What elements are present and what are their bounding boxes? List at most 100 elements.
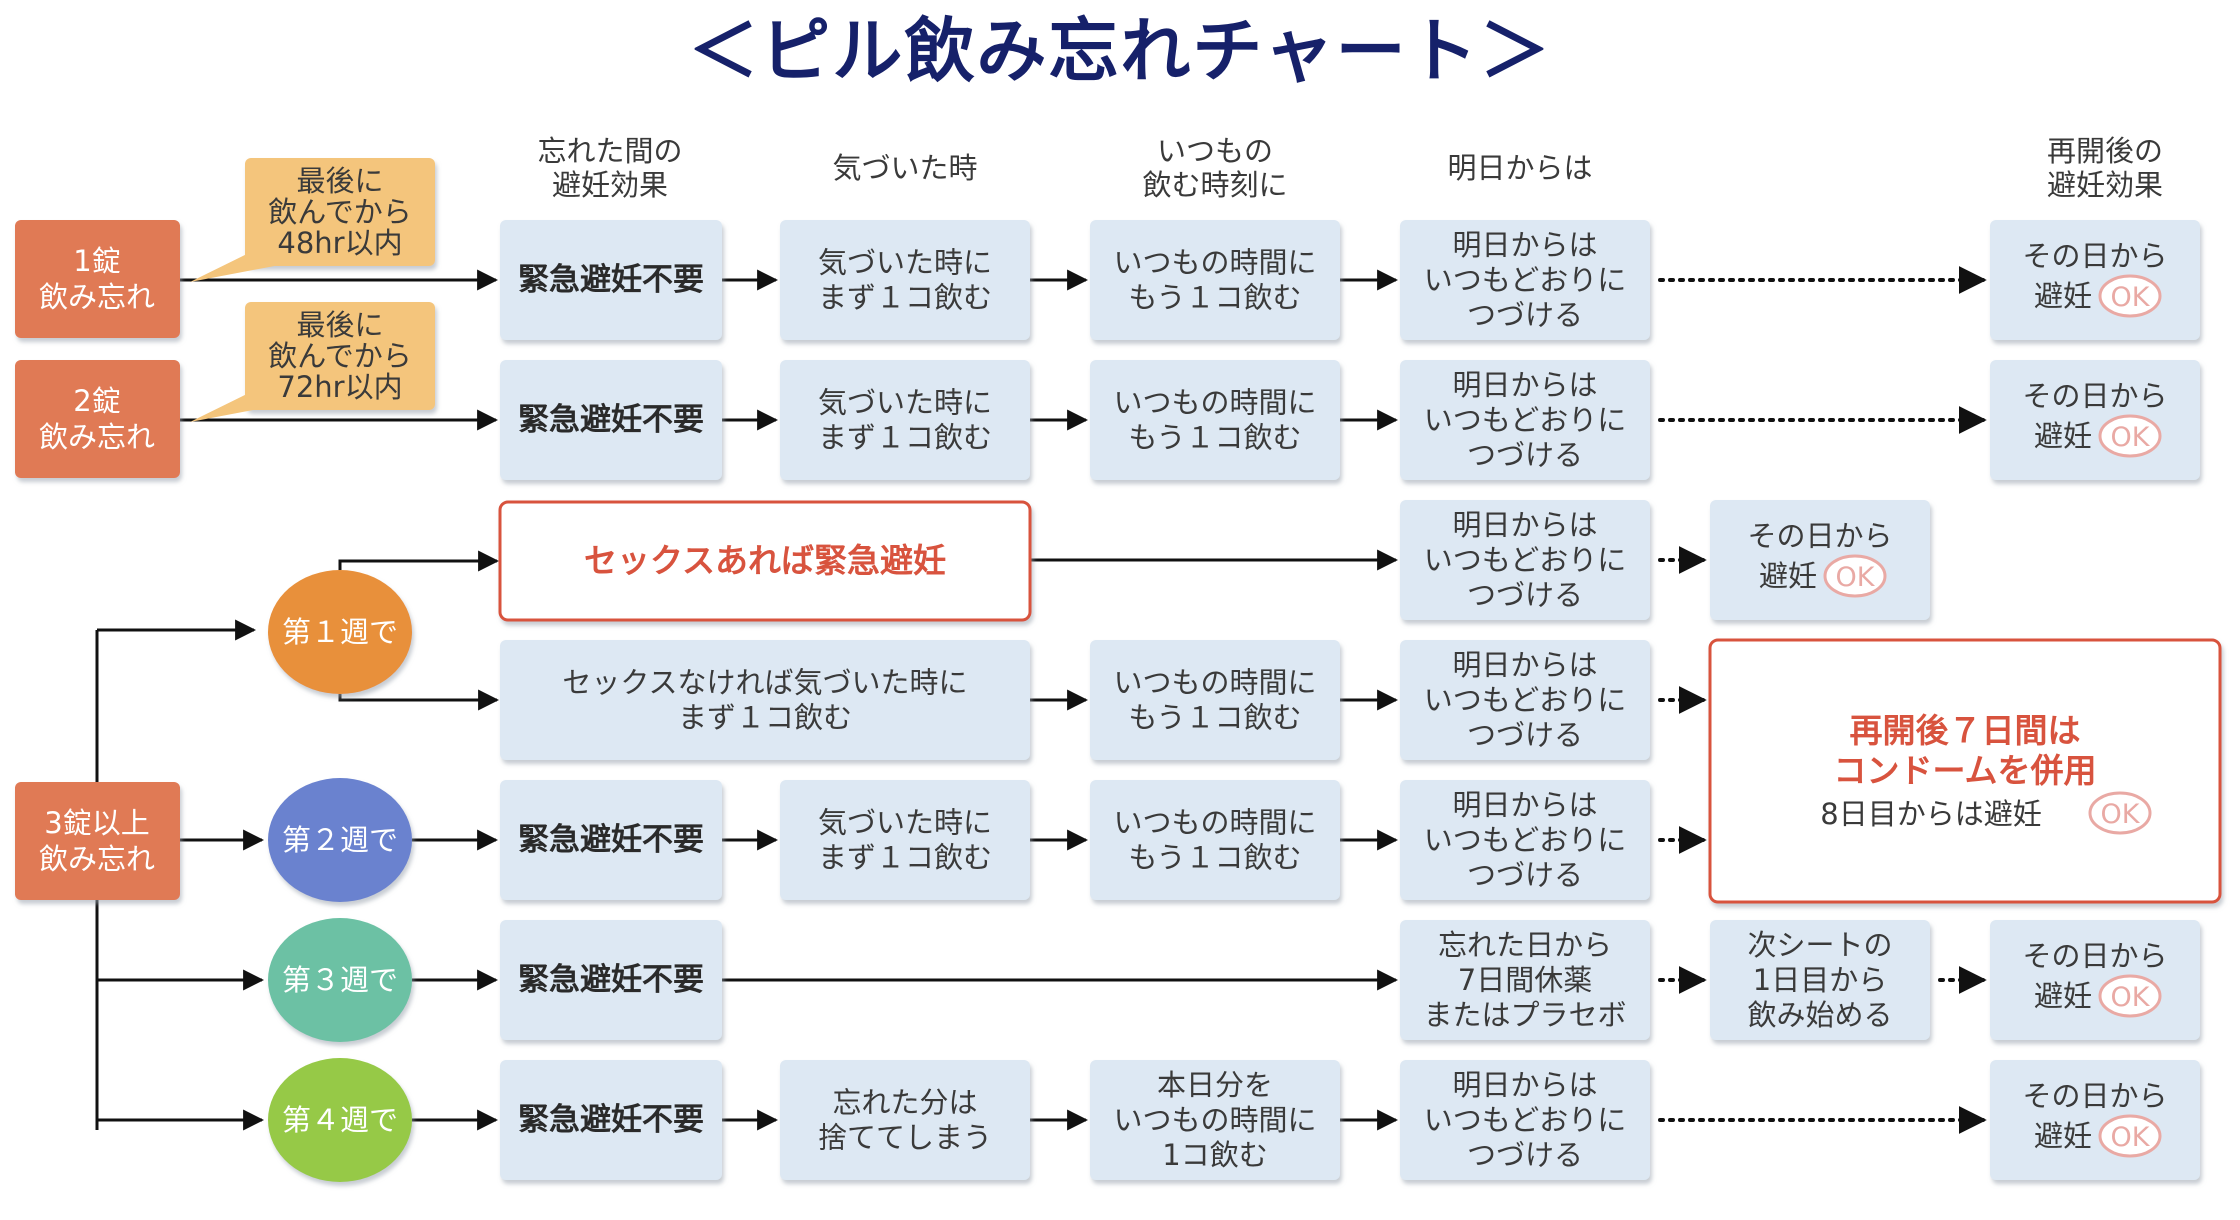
row5-rest7-text-line-3: またはプラセボ bbox=[1423, 998, 1626, 1032]
condom-box bbox=[1708, 638, 2222, 904]
header-col3-line-2: 飲む時刻に bbox=[1142, 168, 1287, 202]
row1-notice bbox=[780, 220, 1030, 340]
row4-continue-text-line-1: 明日からは bbox=[1452, 788, 1597, 822]
week3-circle-label: 第３週で bbox=[282, 963, 398, 997]
case-one bbox=[15, 220, 180, 338]
condom-box-ok-badge: OK bbox=[2088, 791, 2152, 835]
case-two-text-line-2: 飲み忘れ bbox=[39, 420, 155, 454]
row1-continue-text-line-2: いつもどおりに bbox=[1424, 263, 1626, 297]
row6-continue bbox=[1400, 1060, 1650, 1180]
row1-ok-ok-badge-ring bbox=[2098, 274, 2162, 318]
row4-notice bbox=[780, 780, 1030, 900]
row4-usual bbox=[1090, 780, 1340, 900]
header-col1-line-1: 忘れた間の bbox=[537, 134, 682, 168]
row5-next-sheet-text-line-3: 飲み始める bbox=[1747, 998, 1892, 1032]
row1-no-ec-text-line-1: 緊急避妊不要 bbox=[518, 262, 704, 298]
pill-missed-flowchart: 忘れた間の避妊効果気づいた時いつもの飲む時刻に明日からは再開後の避妊効果1錠飲み… bbox=[15, 134, 2222, 1182]
row4-continue bbox=[1400, 780, 1650, 900]
row2-continue-text-line-2: いつもどおりに bbox=[1424, 403, 1626, 437]
row4-notice-text-line-1: 気づいた時に bbox=[818, 806, 992, 840]
arrow-week1-down bbox=[338, 689, 500, 711]
row1-usual-text-line-2: もう１コ飲む bbox=[1128, 281, 1301, 315]
row5-ok-text1-line-1: その日から bbox=[2022, 939, 2167, 973]
row3a-ok-text1-line-1: その日から bbox=[1747, 519, 1892, 553]
row6-ok-text2: 避妊 bbox=[2034, 1119, 2092, 1153]
row5-ok-ok-badge-ring bbox=[2098, 974, 2162, 1018]
header-col6-line-2: 避妊効果 bbox=[2047, 168, 2163, 202]
row6-ok-ok-badge-ring bbox=[2098, 1114, 2162, 1158]
row6-today-dose-text-line-3: 1コ飲む bbox=[1162, 1138, 1267, 1172]
header-col4-line-1: 明日からは bbox=[1447, 151, 1592, 185]
row1-continue bbox=[1400, 220, 1650, 340]
row3a-ec-if-sex-text: セックスあれば緊急避妊 bbox=[584, 541, 946, 580]
row2-ok-text1-line-1: その日から bbox=[2022, 379, 2167, 413]
week3-circle bbox=[268, 918, 412, 1042]
row6-continue-text-line-2: いつもどおりに bbox=[1424, 1103, 1626, 1137]
row6-ok-text1-line-1: その日から bbox=[2022, 1079, 2167, 1113]
row2-ok-ok-badge-label: OK bbox=[2111, 422, 2151, 453]
row5-next-sheet-text-line-1: 次シートの bbox=[1747, 928, 1892, 962]
row3b-usual-text-line-2: もう１コ飲む bbox=[1128, 701, 1301, 735]
header-col2-line-1: 気づいた時 bbox=[832, 151, 977, 185]
row1-ok bbox=[1990, 220, 2200, 340]
note-48hr-pointer bbox=[190, 250, 285, 282]
row6-today-dose bbox=[1090, 1060, 1340, 1180]
case-three-text-line-1: 3錠以上 bbox=[44, 806, 149, 840]
week4-circle bbox=[268, 1058, 412, 1182]
row6-today-dose-text-line-2: いつもの時間に bbox=[1113, 1103, 1316, 1137]
row6-ok bbox=[1990, 1060, 2200, 1180]
row5-ok-text2: 避妊 bbox=[2034, 979, 2092, 1013]
row6-no-ec bbox=[500, 1060, 722, 1180]
row1-notice-text-line-2: まず１コ飲む bbox=[818, 281, 992, 315]
row1-continue-text-line-1: 明日からは bbox=[1452, 228, 1597, 262]
header-col6-line-1: 再開後の bbox=[2047, 134, 2163, 168]
arrow-week1-up bbox=[338, 550, 500, 572]
row3a-ec-if-sex bbox=[498, 500, 1032, 622]
row3a-ok bbox=[1710, 500, 1930, 620]
row3a-ok-ok-badge-ring bbox=[1823, 554, 1887, 598]
condom-box-line-1: 再開後７日間は bbox=[1850, 711, 2081, 750]
note-48hr-text-line-3: 48hr以内 bbox=[277, 226, 402, 260]
note-48hr-text-line-1: 最後に bbox=[296, 164, 383, 198]
row3b-continue-text-line-2: いつもどおりに bbox=[1424, 683, 1626, 717]
row3a-continue-text-line-1: 明日からは bbox=[1452, 508, 1597, 542]
row2-ok bbox=[1990, 360, 2200, 480]
condom-box-line-2: コンドームを併用 bbox=[1833, 751, 2096, 790]
row2-no-ec-text-line-1: 緊急避妊不要 bbox=[518, 402, 704, 438]
row1-usual-text-line-1: いつもの時間に bbox=[1113, 246, 1316, 280]
diagram-shapes: 忘れた間の避妊効果気づいた時いつもの飲む時刻に明日からは再開後の避妊効果1錠飲み… bbox=[15, 134, 2222, 1182]
row1-continue-text-line-3: つづける bbox=[1467, 298, 1583, 332]
row6-continue-text-line-1: 明日からは bbox=[1452, 1068, 1597, 1102]
row2-ok-ok-badge: OK bbox=[2098, 414, 2162, 458]
row6-discard bbox=[780, 1060, 1030, 1180]
row5-rest7 bbox=[1400, 920, 1650, 1040]
row3b-no-sex-text-line-1: セックスなければ気づいた時に bbox=[562, 666, 967, 700]
case-three bbox=[15, 782, 180, 900]
week2-circle-label: 第２週で bbox=[282, 823, 398, 857]
row3b-no-sex bbox=[500, 640, 1030, 760]
row2-continue bbox=[1400, 360, 1650, 480]
row2-usual-text-line-2: もう１コ飲む bbox=[1128, 421, 1301, 455]
row6-discard-text-line-1: 忘れた分は bbox=[832, 1086, 977, 1120]
header-col3-line-1: いつもの bbox=[1157, 134, 1273, 168]
note-48hr-text-line-2: 飲んでから bbox=[268, 195, 412, 229]
header-col1-line-2: 避妊効果 bbox=[552, 168, 668, 202]
case-two bbox=[15, 360, 180, 478]
case-three-text-line-2: 飲み忘れ bbox=[39, 842, 155, 876]
row5-next-sheet-text-line-2: 1日目から bbox=[1753, 963, 1887, 997]
row3b-continue-text-line-3: つづける bbox=[1467, 718, 1583, 752]
note-72hr-text-line-1: 最後に bbox=[296, 308, 383, 342]
row2-usual bbox=[1090, 360, 1340, 480]
row3a-continue-text-line-3: つづける bbox=[1467, 578, 1583, 612]
week4-circle-label: 第４週で bbox=[282, 1103, 398, 1137]
row4-no-ec-text-line-1: 緊急避妊不要 bbox=[518, 822, 704, 858]
note-72hr-text-line-2: 飲んでから bbox=[268, 339, 412, 373]
row3b-continue bbox=[1400, 640, 1650, 760]
row3a-ok-ok-badge: OK bbox=[1823, 554, 1887, 598]
connector-lines bbox=[95, 266, 1987, 1134]
row6-ok-ok-badge-label: OK bbox=[2111, 1122, 2151, 1153]
row5-no-ec bbox=[500, 920, 722, 1040]
row2-continue-text-line-3: つづける bbox=[1467, 438, 1583, 472]
row2-notice-text-line-1: 気づいた時に bbox=[818, 386, 992, 420]
row5-rest7-text-line-1: 忘れた日から bbox=[1438, 928, 1612, 962]
